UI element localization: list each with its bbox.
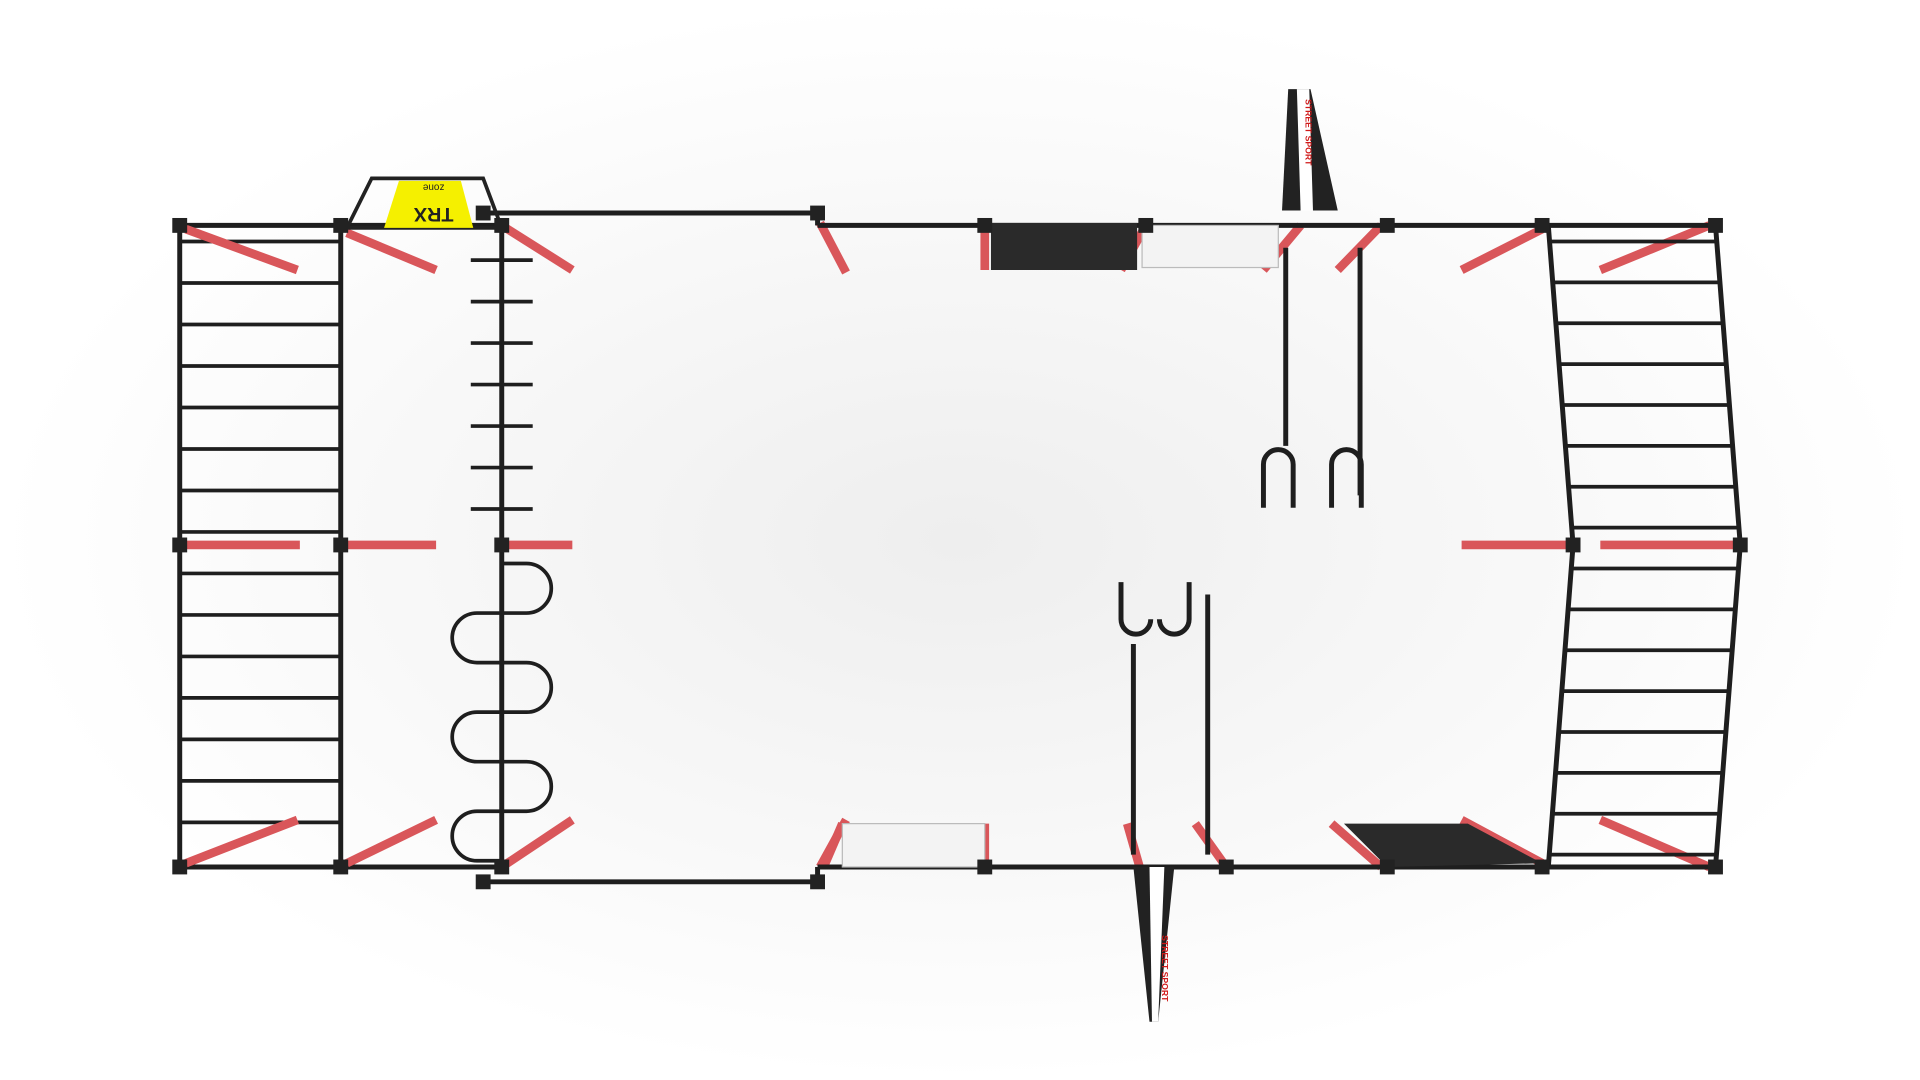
post-cap: [494, 859, 510, 875]
right-wall-bars: [1549, 239, 1739, 857]
street-sport-banner-top: STREET SPORT: [1282, 89, 1338, 211]
post-cap: [172, 217, 188, 233]
trx-logo: TRX: [413, 203, 453, 225]
peg-ladder: [470, 258, 533, 511]
frame-posts: [172, 205, 1748, 890]
post-cap: [172, 859, 188, 875]
post-cap: [1534, 217, 1550, 233]
post-cap: [333, 217, 349, 233]
dip-bars: [1118, 247, 1364, 855]
post-cap: [810, 205, 825, 221]
post-cap: [1138, 217, 1154, 233]
white-ladder-bottom: [841, 823, 986, 868]
post-cap: [494, 217, 510, 233]
post-cap: [475, 874, 491, 890]
black-mat-top: [990, 222, 1138, 270]
trx-logo-sub: zone: [422, 182, 444, 193]
post-cap: [1732, 537, 1748, 553]
post-cap: [1565, 537, 1581, 553]
street-sport-banner-bottom: STREET SPORT: [1133, 866, 1175, 1022]
post-cap: [977, 217, 993, 233]
post-cap: [1708, 217, 1723, 233]
post-cap: [475, 205, 491, 221]
post-cap: [810, 874, 825, 890]
post-cap: [1379, 217, 1395, 233]
zigzag-bar: [450, 561, 554, 863]
post-cap: [494, 537, 510, 553]
black-mat-bottom: [1343, 823, 1543, 867]
post-cap: [1534, 859, 1550, 875]
banner-text: STREET SPORT: [1304, 99, 1314, 166]
post-cap: [1708, 859, 1723, 875]
post-cap: [1379, 859, 1395, 875]
post-cap: [1218, 859, 1234, 875]
post-cap: [977, 859, 993, 875]
white-ladder-top: [1141, 224, 1279, 269]
post-cap: [172, 537, 188, 553]
post-cap: [333, 537, 349, 553]
post-cap: [333, 859, 349, 875]
banner-text: STREET SPORT: [1160, 935, 1170, 1002]
